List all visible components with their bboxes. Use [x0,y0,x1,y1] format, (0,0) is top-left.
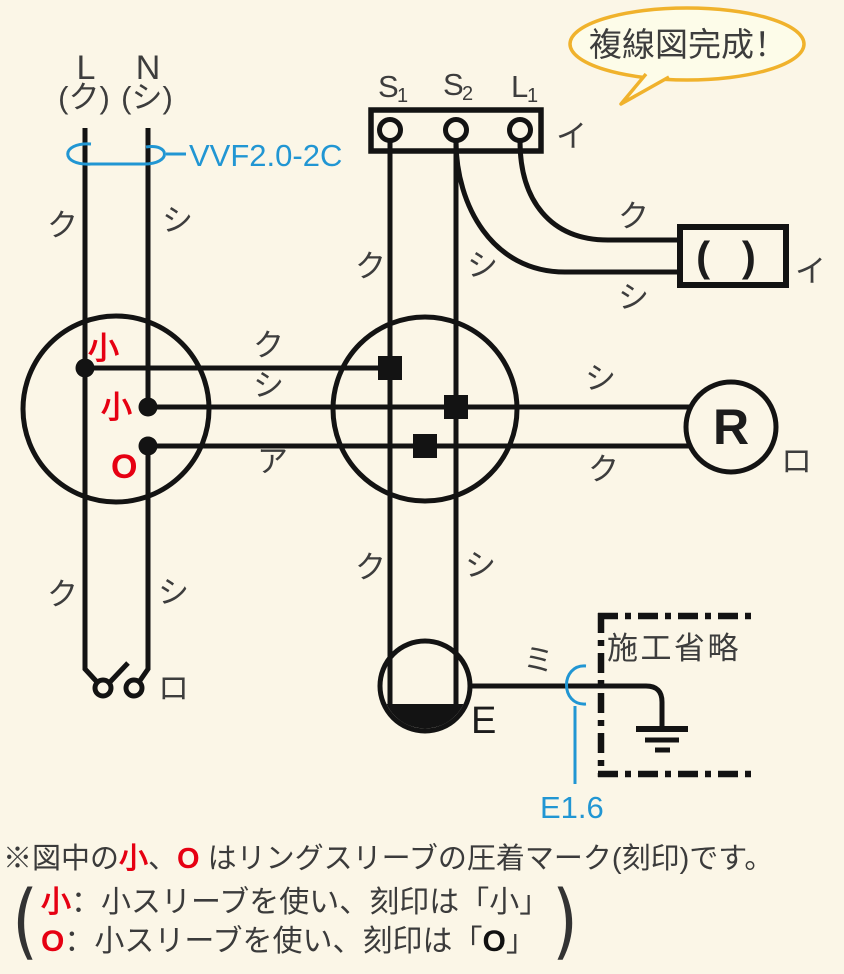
switch-contact-left [92,677,114,699]
wire-label-black-lamp: ク [618,199,649,234]
note-line2-text: ：小スリーブを使い、刻印は「 [71,886,490,919]
wire-label-black-mid: ク [253,328,284,363]
omit-box-label: 施工省略 [607,631,741,666]
note-line1-maru-mark: O [177,843,200,875]
wire-label-black-switch: ク [47,577,78,612]
wire-s2-to-lamp [453,140,681,275]
vvf-cable-label: VVF2.0-2C [189,138,342,173]
power-label-l: L [77,49,96,87]
omit-box-border [597,612,751,778]
terminal-label-s2: S [443,67,464,102]
wire-l-black [82,128,99,684]
wire-label-black-e: ク [355,550,386,585]
wire-label-white-s2: シ [467,248,498,283]
r-device [683,379,779,475]
e16-cable-marker [565,664,587,706]
power-label-n-color: (シ) [121,80,173,115]
note-line1: ※図中の小、O はリングスリーブの圧着マーク(刻印)です。 [3,838,841,880]
junction-box-middle [330,314,520,504]
circuit-label-ro-switch: ロ [158,671,189,706]
sleeve-mark-small-1: 小 [88,331,119,366]
note-line3: O：小スリーブを使い、刻印は「O」 [41,922,549,961]
wiring-diagram-svg: L N (ク) (シ) VVF2.0-2C ク シ 小 小 O ク シ ア S … [20,6,826,825]
e16-label: E1.6 [540,790,604,825]
terminal-label-s1-sub: 1 [397,85,408,107]
power-label-n: N [136,49,161,87]
lamp-box [677,224,789,288]
note-line2-end: 小 [489,886,520,919]
note-line3-end: O [482,925,506,958]
connector-square-3 [413,434,437,458]
wire-l1-to-lamp [517,140,681,243]
circuit-label-i-lamp: イ [795,254,826,289]
terminal-label-s2-sub: 2 [462,83,473,105]
r-device-letter: R [713,399,749,455]
circuit-label-ro-r: ロ [781,444,812,479]
wire-label-black-s1: ク [355,249,386,284]
terminal-s1 [377,117,403,143]
note-line2-mark: 小 [41,886,71,919]
note-line3-mark: O [41,925,65,958]
wire-label-white-top-left: シ [162,203,193,238]
speech-bubble [568,6,806,82]
sleeve-joint-2 [138,397,158,417]
lamp-symbol: ( ) [696,233,766,280]
note-line3-text: ：小スリーブを使い、刻印は「 [64,925,483,958]
e-device-letter: E [471,700,496,742]
terminal-label-l1-sub: 1 [527,85,538,107]
speech-bubble-text: 複線図完成！ [589,26,787,63]
ground-symbol [636,726,688,753]
vvf-cable-marker [66,142,186,166]
wire-label-white-e: シ [465,548,496,583]
power-label-l-color: (ク) [58,80,110,115]
note-line1-comma: 、 [148,843,178,875]
wire-label-green: ミ [523,643,554,678]
terminal-s2 [443,117,469,143]
switch-blade [108,661,130,684]
speech-bubble-tail [619,72,670,106]
wire-label-white-mid: シ [253,368,284,403]
note-line2-close: 」 [519,886,550,919]
terminal-block [368,107,544,154]
note-line1-prefix: ※図中の [3,843,120,875]
note-line1-suffix: はリングスリーブの圧着マーク(刻印)です。 [199,843,774,875]
note-section: ※図中の小、O はリングスリーブの圧着マーク(刻印)です。 ( 小：小スリーブを… [3,838,841,969]
wire-label-black-top-left: ク [47,208,78,243]
sleeve-joint-3 [138,436,158,456]
wire-label-red-mid: ア [257,444,288,479]
note-line3-close: 」 [505,925,536,958]
wire-label-black-to-r: ク [588,452,619,487]
note-line2: 小：小スリーブを使い、刻印は「小」 [41,883,549,922]
note-bracket: ( 小：小スリーブを使い、刻印は「小」 O：小スリーブを使い、刻印は「O」 ) [9,874,841,969]
switch-contact-right [123,677,145,699]
sleeve-mark-maru: O [111,448,137,486]
wire-switch-return [136,446,151,684]
wire-green-ground [470,683,665,729]
wire-label-white-lamp: シ [618,280,649,315]
wire-label-white-to-r: シ [585,361,616,396]
note-line1-small-mark: 小 [119,843,149,875]
note-bracket-open: ( [12,874,38,969]
sleeve-joint-1 [75,358,95,378]
circuit-label-i-terminal: イ [556,119,587,154]
terminal-label-s1: S [378,69,399,104]
terminal-l1 [507,117,533,143]
wire-label-white-switch: シ [158,575,189,610]
note-bracket-close: ) [552,874,579,969]
sleeve-mark-small-2: 小 [101,390,132,425]
terminal-label-l1: L [511,69,528,104]
